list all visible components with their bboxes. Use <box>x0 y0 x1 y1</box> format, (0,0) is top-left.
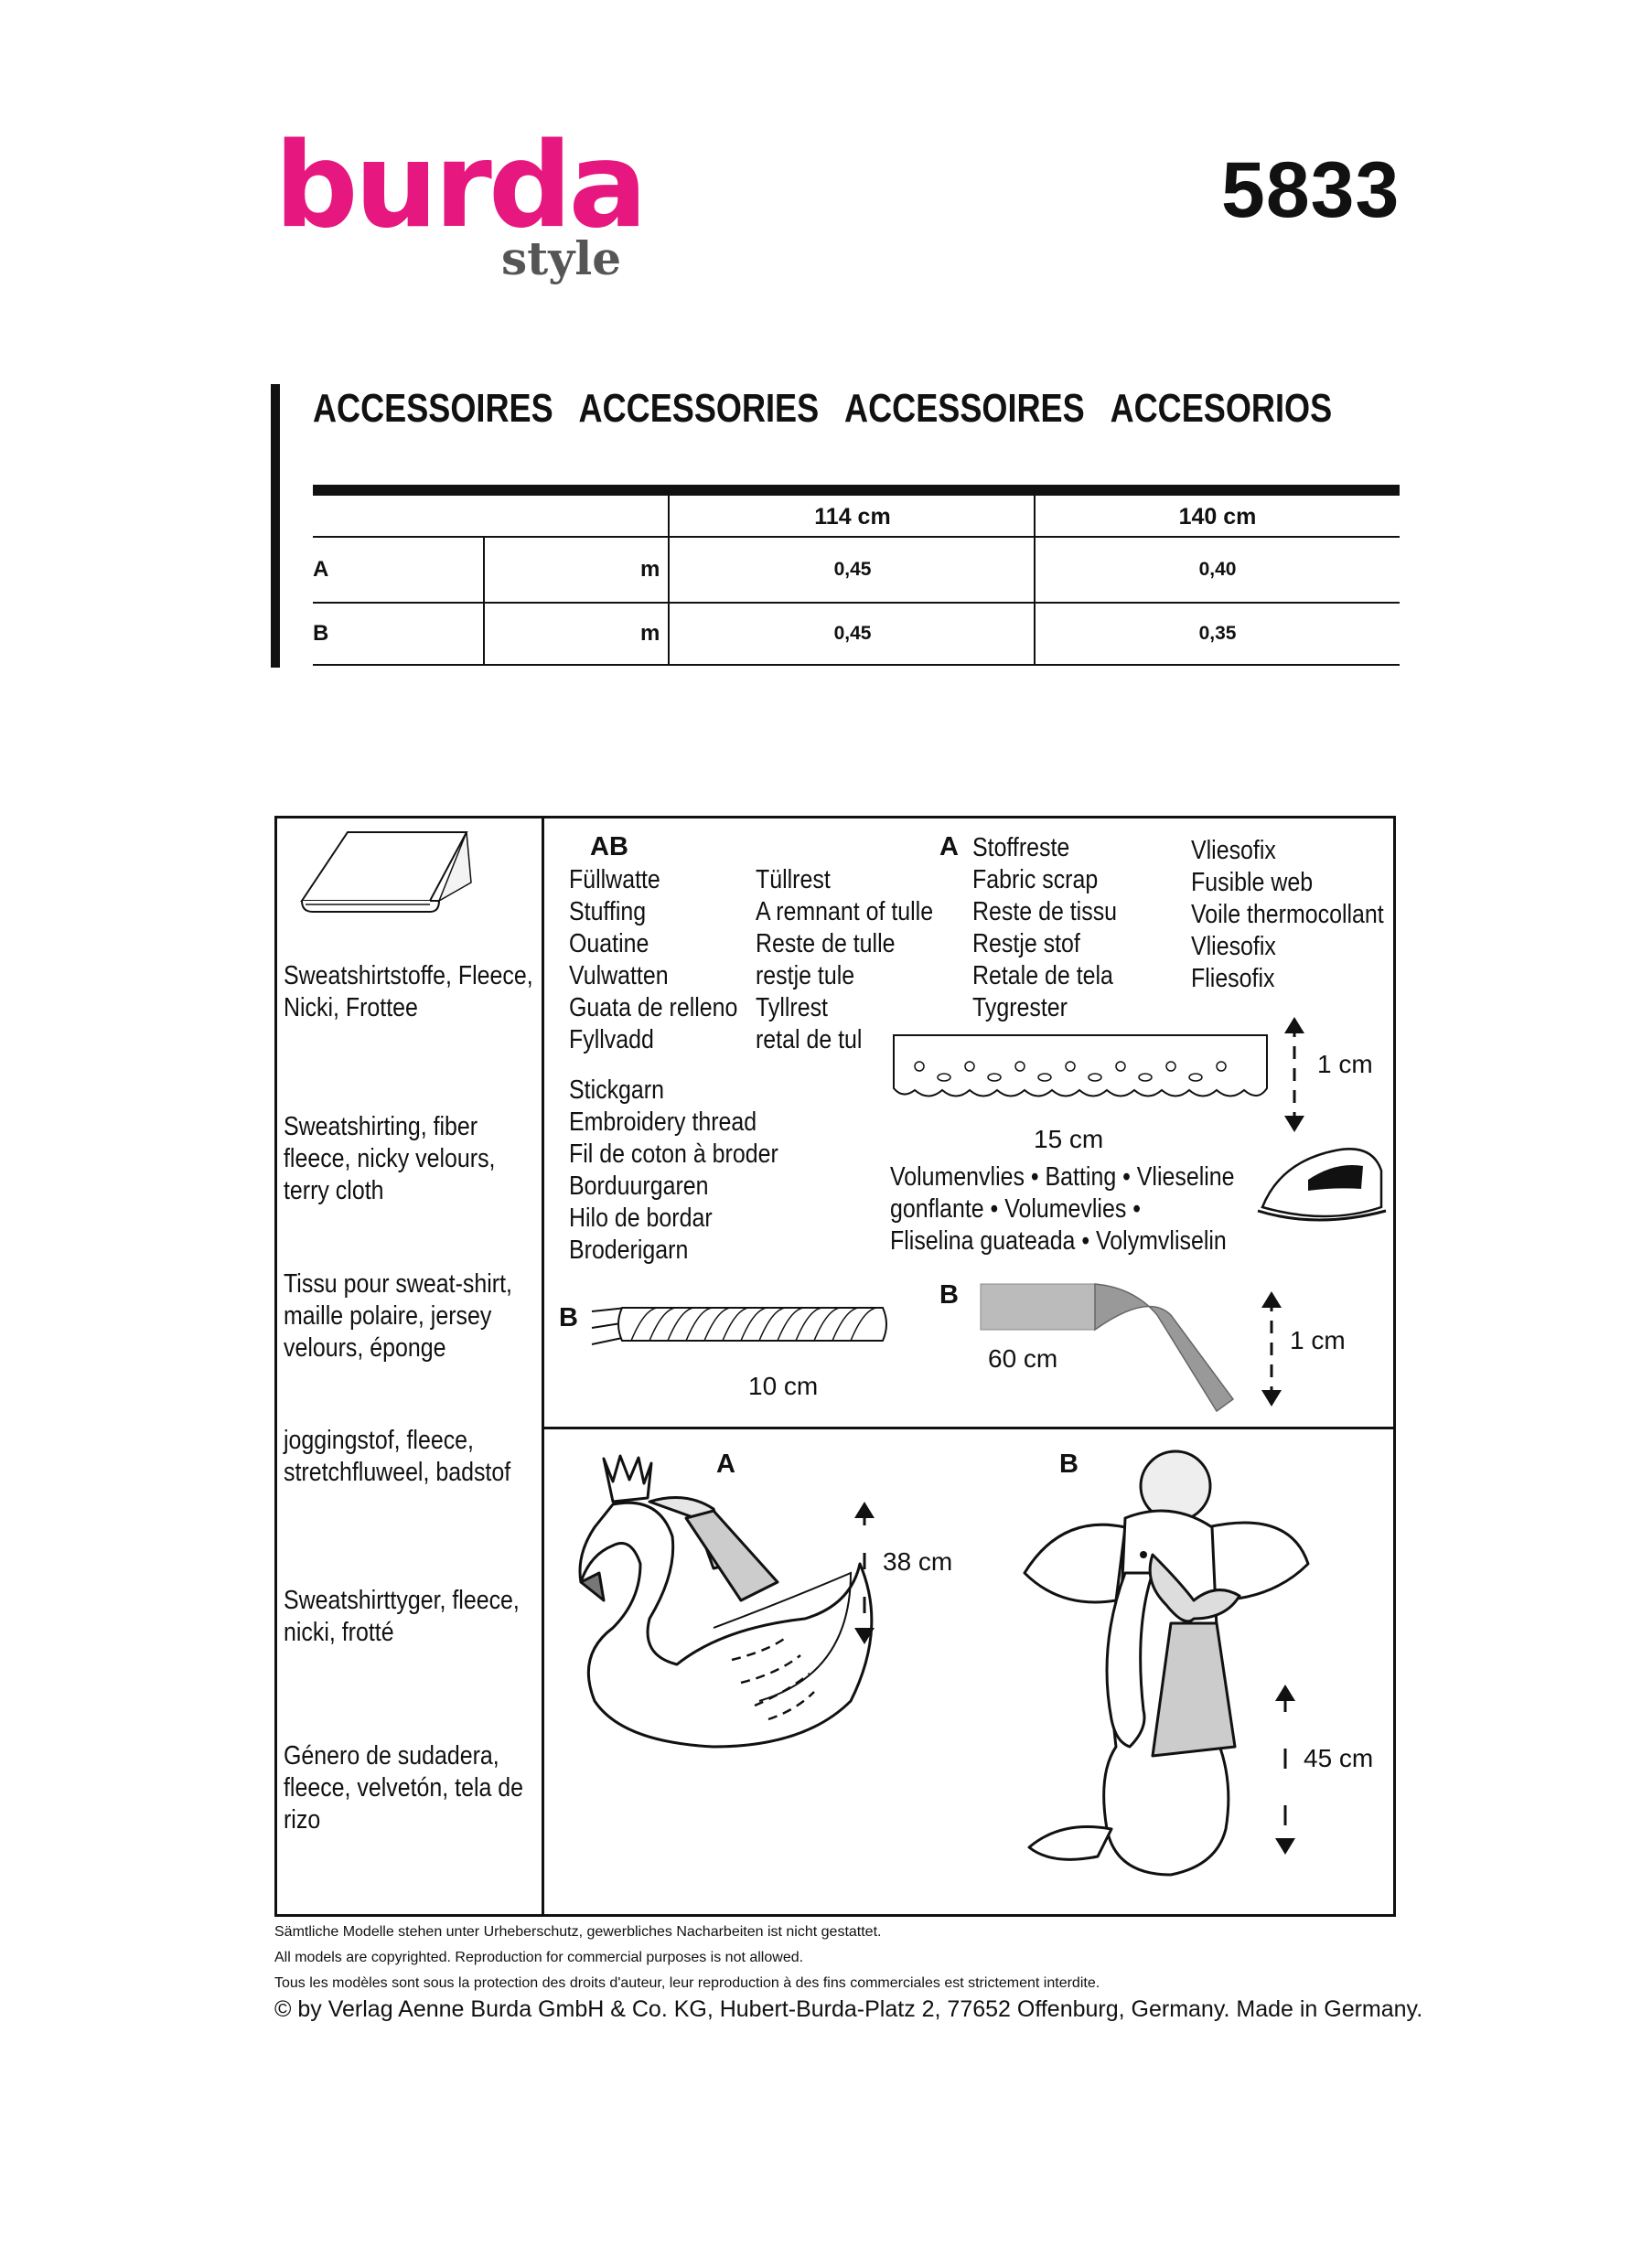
ribbon-height-arrow <box>1261 1291 1282 1407</box>
table-vrule <box>668 496 670 666</box>
section-title: ACCESSOIRES ACCESSORIES ACCESSOIRES ACCESOR… <box>313 389 1358 429</box>
lace-trim-icon <box>893 1034 1268 1097</box>
view-b-label: B <box>1059 1450 1079 1479</box>
stuffing-view-label: AB <box>590 832 628 861</box>
box-divider <box>542 816 544 1917</box>
tulle-text: Tüllrest A remnant of tulle Reste de tul… <box>756 865 934 1054</box>
footer-fr: Tous les modèles sont sous la protection… <box>274 1975 1100 1991</box>
fabric-es: Género de sudadera, fleece, velvetón, te… <box>284 1741 524 1835</box>
fusible-text: Vliesofix Fusible web Voile thermocollan… <box>1191 836 1384 993</box>
row-unit: m <box>640 557 660 582</box>
fabric-nl: joggingstof, fleece, stretchfluweel, bad… <box>284 1426 511 1487</box>
swan-illustration <box>578 1454 874 1749</box>
title-en: ACCESSORIES <box>578 386 820 431</box>
row-value-140: 0,40 <box>1198 559 1237 580</box>
row-value-114: 0,45 <box>833 559 872 580</box>
box-divider <box>542 1427 1396 1429</box>
footer-de: Sämtliche Modelle stehen unter Urhebersc… <box>274 1924 882 1940</box>
cord-view-label: B <box>559 1303 578 1332</box>
fabric-de: Sweatshirtstoffe, Fleece, Nicki, Frottee <box>284 961 533 1022</box>
table-top-rule <box>313 485 1400 496</box>
lace-height: 1 cm <box>1317 1050 1373 1078</box>
row-value-140: 0,35 <box>1198 623 1237 644</box>
ribbon-length: 60 cm <box>988 1344 1058 1373</box>
stuffing-text: Füllwatte Stuffing Ouatine Vulwatten Gua… <box>569 865 738 1054</box>
view-a-label: A <box>716 1450 735 1479</box>
batting-text: Volumenvlies • Batting • Vlieseline gonf… <box>890 1162 1235 1256</box>
fabric-sv: Sweatshirttyger, fleece, nicki, frotté <box>284 1586 520 1647</box>
ribbon-height: 1 cm <box>1290 1326 1346 1354</box>
lace-height-arrow <box>1284 1017 1304 1132</box>
lace-length: 15 cm <box>1034 1125 1104 1153</box>
elephant-illustration <box>1023 1450 1310 1877</box>
yardage-table: 114 cm 140 cm A m 0,45 0,40 B m 0,45 0,3… <box>313 496 1400 666</box>
fabric-roll-icon <box>300 831 472 913</box>
table-row: A m 0,45 0,40 <box>313 538 1400 602</box>
ribbon-view-label: B <box>939 1280 959 1310</box>
title-de: ACCESSOIRES <box>313 386 553 431</box>
fabric-scrap-view-label: A <box>939 832 959 861</box>
brand-logo: burda <box>274 118 648 254</box>
fabric-en: Sweatshirting, fiber fleece, nicky velou… <box>284 1112 496 1205</box>
row-unit: m <box>640 621 660 646</box>
notions-box <box>274 816 1396 1917</box>
title-bar <box>271 384 280 668</box>
view-a-height: 38 cm <box>883 1547 953 1576</box>
width-header-114: 114 cm <box>814 504 891 530</box>
view-a-height-arrow <box>854 1502 875 1644</box>
table-rule <box>313 602 1400 604</box>
width-header-140: 140 cm <box>1178 504 1257 530</box>
title-fr: ACCESSOIRES <box>844 386 1085 431</box>
thread-text: Stickgarn Embroidery thread Fil de coton… <box>569 1075 778 1265</box>
title-es: ACCESORIOS <box>1110 386 1333 431</box>
view-b-height-arrow <box>1275 1685 1295 1855</box>
ribbon-icon <box>980 1283 1235 1413</box>
footer-en: All models are copyrighted. Reproduction… <box>274 1950 804 1965</box>
footer-copyright: © by Verlag Aenne Burda GmbH & Co. KG, H… <box>274 1996 1423 2022</box>
pattern-number: 5833 <box>1221 146 1401 234</box>
cord-icon <box>591 1307 887 1345</box>
cord-length: 10 cm <box>748 1372 819 1400</box>
brand-logo-sub: style <box>501 231 622 285</box>
fabric-fr: Tissu pour sweat-shirt, maille polaire, … <box>284 1269 512 1363</box>
table-vrule <box>1034 496 1036 666</box>
table-row: B m 0,45 0,35 <box>313 602 1400 666</box>
table-rule <box>313 664 1400 666</box>
row-value-114: 0,45 <box>833 623 872 644</box>
row-view-label: A <box>313 557 329 582</box>
iron-icon <box>1257 1148 1387 1222</box>
fabric-scrap-text: Stoffreste Fabric scrap Reste de tissu R… <box>972 833 1118 1022</box>
view-b-height: 45 cm <box>1304 1744 1374 1772</box>
row-view-label: B <box>313 621 329 646</box>
table-rule <box>313 536 1400 538</box>
